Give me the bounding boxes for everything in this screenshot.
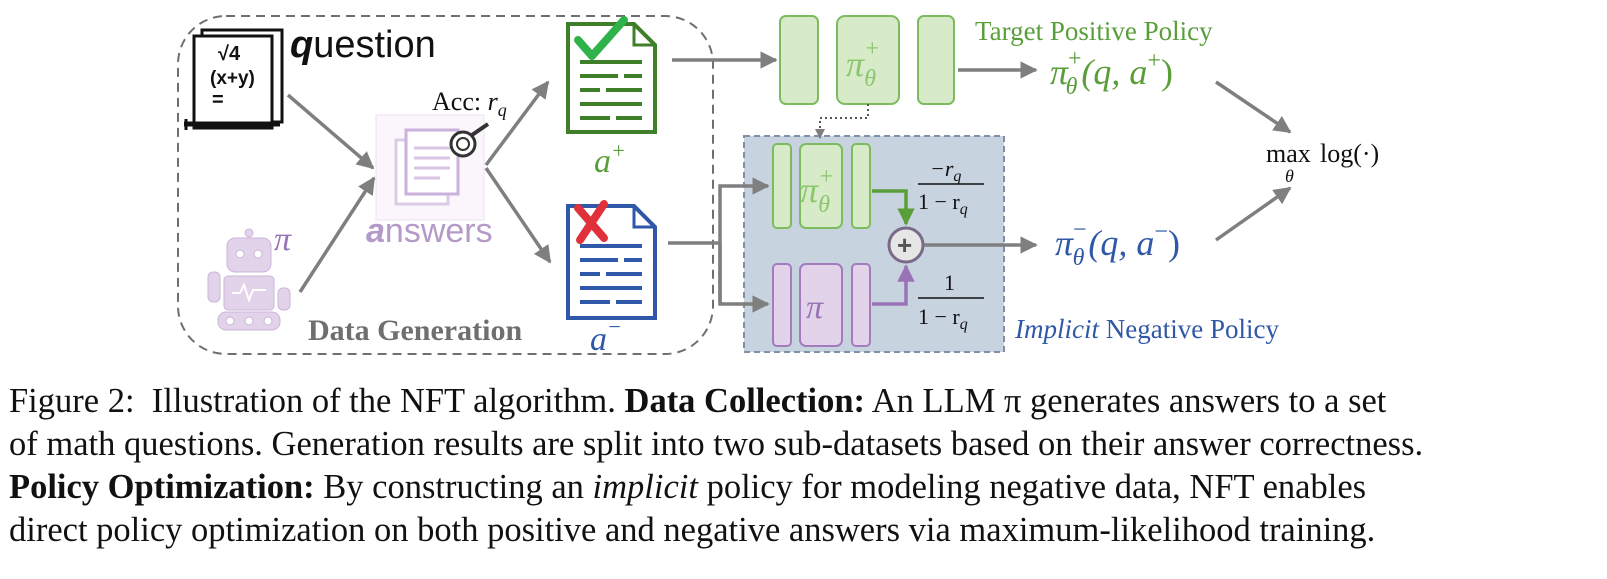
data-generation-region [177, 15, 714, 355]
arrow-negative-to-objective [1214, 186, 1292, 242]
negative-output-sub: θ [1073, 245, 1085, 271]
negative-answer-doc-icon [566, 204, 657, 320]
figure-label: Figure 2: [9, 382, 135, 420]
positive-output-args: (q, a [1081, 52, 1147, 92]
positive-answer-a: a [594, 143, 611, 180]
data-generation-label: Data Generation [308, 314, 522, 347]
arrow-question-to-answers [286, 93, 375, 170]
positive-output-args-sup: + [1147, 48, 1161, 74]
arrow-policy-to-answers [298, 176, 376, 293]
arrow-answers-to-positive [484, 80, 550, 167]
answers-docs-icon [375, 114, 485, 221]
target-policy-block-label: π+ θ [846, 36, 880, 92]
sum-node-plus: + [897, 230, 912, 260]
negative-output-pi: π [1055, 223, 1074, 263]
arrow-positive-to-objective [1215, 80, 1292, 134]
objective-log: log(·) [1320, 139, 1379, 168]
arrow-policy-copy-to-sum [872, 189, 915, 226]
answers-label-rest: nswers [385, 212, 493, 250]
caption-line-2: of math questions. Generation results ar… [9, 425, 1424, 463]
implicit-rest: Negative Policy [1099, 314, 1279, 344]
objective-max: max [1266, 139, 1311, 168]
negative-answer-a: a [590, 321, 607, 358]
implicit-negative-policy-label: Implicit Negative Policy [1014, 314, 1279, 344]
question-label: question [290, 24, 436, 66]
check-mark-icon [574, 16, 628, 60]
figure-caption: Figure 2: Illustration of the NFT algori… [9, 380, 1601, 552]
question-label-q: q [290, 24, 313, 66]
implicit-word: Implicit [1014, 314, 1100, 344]
frac-bottom-num: 1 [944, 270, 955, 295]
caption-line-3: Policy Optimization: By constructing an … [9, 466, 1601, 509]
frac-bottom-den-text: 1 − r [918, 304, 960, 329]
negative-output-args-sup: − [1154, 219, 1168, 245]
arrow-to-ref-policy [718, 243, 770, 313]
target-positive-policy-label: Target Positive Policy [975, 16, 1213, 46]
caption-line-3-b: policy for modeling negative data, NFT e… [697, 468, 1367, 506]
policy-copy-pi: π [800, 170, 819, 210]
question-math-equals: = [212, 89, 224, 111]
target-policy-sub: θ [864, 66, 876, 92]
caption-data-collection: Data Collection: [624, 382, 866, 420]
negative-output-label: π−θ(q, a−) [1055, 217, 1180, 271]
target-policy-pi: π [846, 44, 865, 84]
frac-top-den-text: 1 − r [918, 189, 960, 214]
accuracy-text: Acc: [432, 87, 488, 116]
question-scroll-icon [184, 28, 284, 130]
positive-answer-sup: + [611, 138, 626, 163]
positive-output-label: π+θ(q, a+) [1050, 46, 1173, 100]
accuracy-symbol: r [488, 87, 499, 116]
frac-top-den: 1 − rq [918, 189, 968, 218]
question-math-sqrt: √4 [218, 43, 241, 65]
caption-implicit: implicit [592, 468, 698, 506]
policy-copy-sub: θ [818, 192, 830, 218]
policy-copy-label: π+θ [800, 164, 834, 218]
frac-top-num-text: −r [930, 156, 954, 181]
positive-output-sub: θ [1066, 74, 1078, 100]
objective-sub: θ [1285, 166, 1294, 186]
policy-copy-network [772, 143, 871, 229]
accuracy-label: Acc: rq [432, 87, 507, 120]
caption-line-4: direct policy optimization on both posit… [9, 511, 1376, 549]
nft-diagram: √4 (x+y) = question π Acc: rq [177, 15, 1379, 358]
positive-output-close: ) [1161, 52, 1173, 92]
reference-policy-network [772, 263, 871, 347]
negative-output-close: ) [1168, 223, 1180, 263]
frac-bottom-den: 1 − rq [918, 304, 968, 333]
positive-output-pi: π [1050, 52, 1069, 92]
robot-policy-icon [207, 228, 291, 331]
caption-line-1-a: Illustration of the NFT algorithm. [151, 382, 625, 420]
sum-node [887, 226, 925, 264]
negative-output-sup: − [1073, 217, 1087, 243]
negative-output-args: (q, a [1088, 223, 1154, 263]
magnifier-icon [449, 122, 490, 158]
question-label-rest: uestion [313, 24, 436, 66]
frac-top-den-sub: q [960, 201, 968, 218]
policy-copy-sup: + [818, 164, 834, 190]
target-policy-network [779, 15, 955, 105]
caption-line-1-b: An LLM π generates answers to a set [865, 382, 1387, 420]
negative-answer-sup: − [607, 314, 622, 339]
arrow-ref-policy-to-sum [872, 264, 915, 306]
answers-label-a: a [366, 212, 385, 250]
caption-line-3-a: By constructing an [314, 468, 593, 506]
policy-symbol: π [274, 221, 292, 258]
frac-top-num-sub: q [953, 168, 961, 185]
cross-mark-icon [574, 200, 608, 244]
caption-policy-optimization: Policy Optimization: [9, 468, 315, 506]
positive-answer-label: a+ [594, 138, 626, 180]
target-policy-sup: + [864, 36, 880, 62]
frac-top-num: −rq [930, 156, 961, 185]
arrow-answers-to-negative [484, 167, 552, 264]
positive-output-sup: + [1068, 46, 1082, 72]
answers-label: answers [366, 212, 493, 250]
negative-answer-label: a− [590, 314, 622, 358]
caption-line-1: Figure 2: Illustration of the NFT algori… [9, 380, 1601, 423]
frac-bottom-den-sub: q [960, 316, 968, 333]
dotted-link [815, 104, 869, 139]
accuracy-subscript: q [498, 100, 507, 120]
reference-policy-label: π [806, 289, 824, 326]
question-math-expr: (x+y) [210, 68, 255, 89]
